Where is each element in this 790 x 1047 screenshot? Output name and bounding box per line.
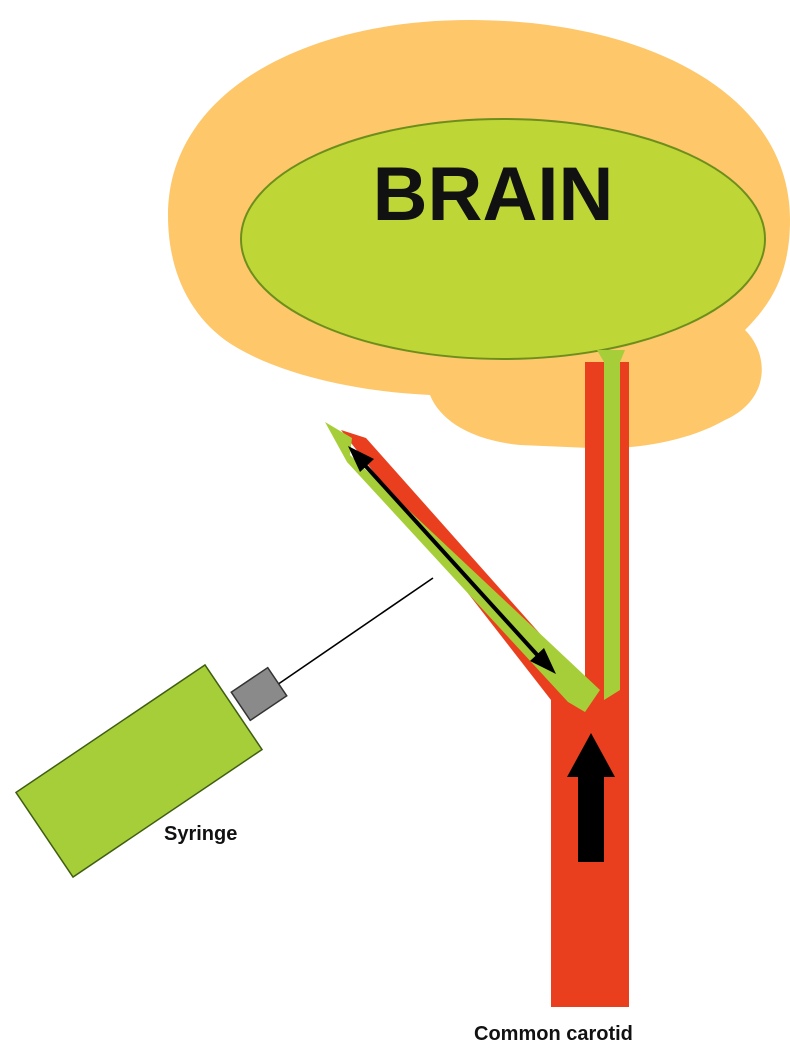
brain-label: BRAIN xyxy=(373,152,614,237)
syringe-needle xyxy=(274,578,433,687)
syringe-hub xyxy=(231,668,286,721)
length-arrow-line xyxy=(362,462,540,658)
syringe-barrel xyxy=(16,665,262,877)
common-carotid-label: Common carotid xyxy=(474,1023,633,1045)
flow-arrow-shaft xyxy=(578,772,604,862)
syringe-label: Syringe xyxy=(164,823,237,845)
double-headed-arrow-icon xyxy=(348,446,556,674)
